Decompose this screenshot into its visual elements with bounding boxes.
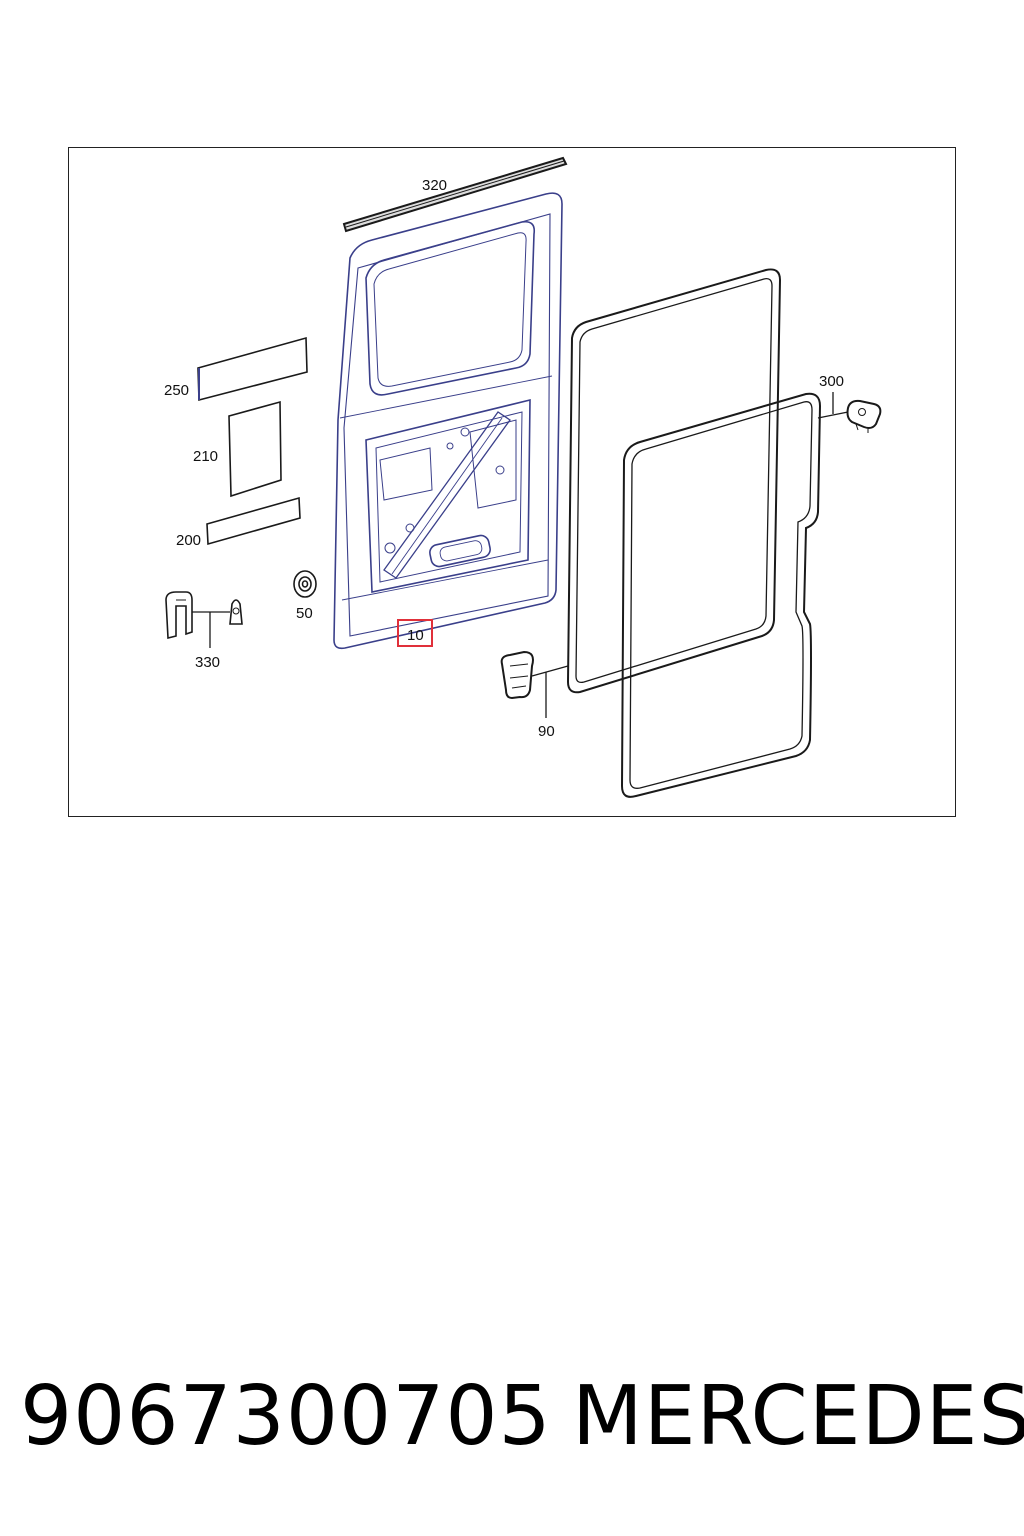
part-200-label-strip: [206, 496, 301, 546]
callout-200: 200: [176, 532, 201, 549]
callout-330: 330: [195, 654, 220, 671]
part-number: 9067300705: [20, 1369, 552, 1464]
callout-320: 320: [422, 177, 447, 194]
part-300-outer-seal: [620, 392, 882, 798]
callout-90: 90: [538, 723, 555, 740]
part-330-clips: [165, 591, 243, 648]
callout-210: 210: [193, 448, 218, 465]
part-210-label-sheet: [228, 400, 282, 498]
part-50-grommet: [293, 570, 317, 598]
footer-caption: 9067300705 MERCEDES: [0, 1362, 1024, 1472]
callout-250: 250: [164, 382, 189, 399]
part-250-label-strip: [197, 336, 308, 402]
part-90-inner-seal: [500, 268, 782, 718]
part-320-strip: [342, 156, 568, 233]
callout-50: 50: [296, 605, 313, 622]
callout-10-highlight: [397, 619, 433, 647]
callout-10: 10: [407, 627, 424, 644]
diagram-frame: [68, 147, 956, 817]
parts-diagram: 320 250 210 200 50 330 10 90 300: [164, 156, 882, 798]
callout-300: 300: [819, 373, 844, 390]
part-10-door-shell: [333, 192, 563, 650]
brand-name: MERCEDES: [572, 1369, 1024, 1464]
